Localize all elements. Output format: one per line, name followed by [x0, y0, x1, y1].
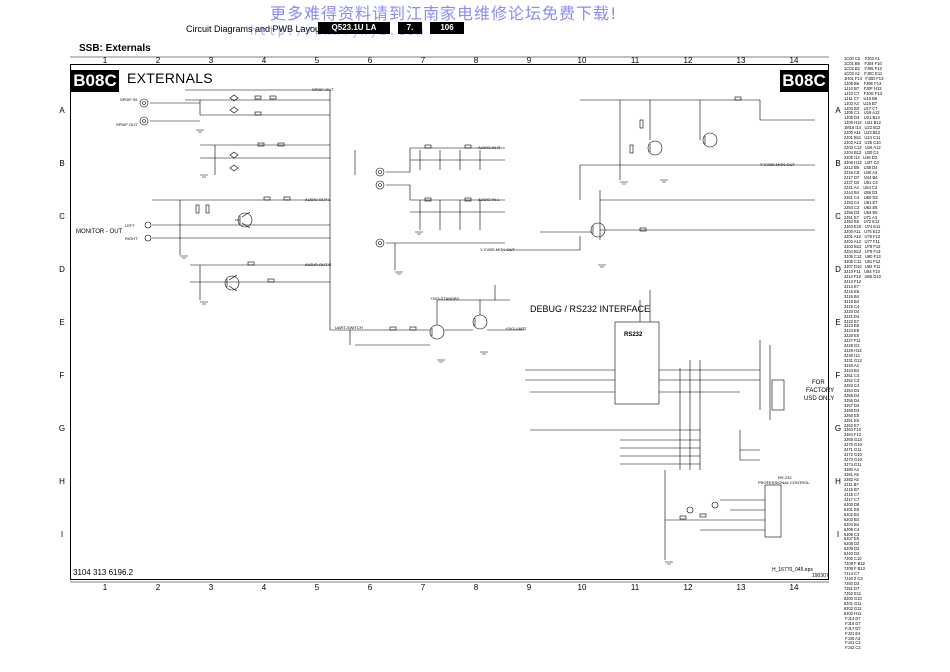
for-label: FOR	[812, 380, 825, 386]
document-number: 3104 313 6196.2	[73, 568, 134, 577]
net-audio-out-l-2: AUDIO-OUT-L	[305, 197, 331, 202]
header-section: 7.	[398, 22, 422, 34]
column-number: 12	[683, 583, 693, 592]
badge-right: B08C	[780, 70, 828, 92]
column-number: 2	[155, 56, 161, 65]
column-number: 1	[102, 583, 108, 592]
column-number: 14	[789, 583, 799, 592]
row-letter: I	[836, 530, 840, 539]
net-standby: +3V3-STANDBY	[430, 296, 460, 301]
column-number: 1	[102, 56, 108, 65]
column-number: 8	[473, 583, 479, 592]
diagram-title: EXTERNALS	[127, 70, 213, 86]
row-letter: E	[835, 318, 841, 327]
pro-control-label: PROFESSIONAL CONTROL	[758, 480, 810, 485]
column-number: 12	[683, 56, 693, 65]
net-audio-out-r: AUDIO-OUT-R	[305, 262, 332, 267]
row-letter: I	[60, 530, 64, 539]
column-number: 10	[577, 56, 587, 65]
left-label: LEFT	[125, 223, 135, 228]
header-label: Circuit Diagrams and PWB Layouts	[186, 24, 328, 34]
watermark-text: 更多难得资料请到江南家电维修论坛免费下载!	[270, 4, 618, 23]
row-letter: H	[835, 477, 841, 486]
column-number: 9	[526, 583, 532, 592]
column-number: 9	[526, 56, 532, 65]
column-number: 7	[420, 56, 426, 65]
factory-label: FACTORY	[806, 388, 835, 394]
rs232-chip-label: RS232	[624, 332, 643, 338]
row-letter: B	[835, 159, 841, 168]
column-number: 8	[473, 56, 479, 65]
column-number: 11	[630, 583, 640, 592]
column-number: 2	[155, 583, 161, 592]
column-number: 6	[367, 56, 373, 65]
row-letter: D	[835, 265, 841, 274]
net-audio-in-l: AUDIO-IN-L	[478, 197, 500, 202]
row-letter: F	[835, 371, 841, 380]
diagram-frame	[70, 64, 829, 580]
badge-left: B08C	[71, 70, 119, 92]
footer-date: 190307	[812, 573, 829, 579]
reference-index: 1C00 C2 FJ03 A1 1C01 B6 FJ04 F10 1C02 B2…	[844, 56, 884, 651]
header-page: 106	[430, 22, 464, 34]
column-number: 7	[420, 583, 426, 592]
row-letter: G	[834, 424, 842, 433]
rs232-pro-label: RS-232	[778, 475, 792, 480]
monitor-out-label: MONITOR - OUT	[76, 229, 123, 235]
column-number: 3	[208, 56, 214, 65]
usd-only-label: USD ONLY	[804, 396, 835, 402]
row-letter: A	[835, 106, 841, 115]
column-number: 6	[367, 583, 373, 592]
spdif-in-label: SPDIF IN	[120, 97, 137, 102]
row-letter: C	[835, 212, 841, 221]
net-audio-in-r: AUDIO-IN-R	[478, 145, 501, 150]
column-number: 14	[789, 56, 799, 65]
right-label: RIGHT	[125, 236, 138, 241]
row-letter: A	[59, 106, 65, 115]
row-letter: D	[59, 265, 65, 274]
column-number: 4	[261, 56, 267, 65]
footer-file: H_16770_045.eps	[772, 567, 813, 573]
column-number: 4	[261, 583, 267, 592]
net-uart: +3V3-UART	[505, 326, 527, 331]
net-uart-switch: UART-SWITCH	[335, 325, 363, 330]
header-model: Q523.1U LA	[318, 22, 390, 34]
column-number: 3	[208, 583, 214, 592]
debug-interface-label: DEBUG / RS232 INTERFACE	[530, 304, 651, 314]
row-letter: E	[59, 318, 65, 327]
row-letter: B	[59, 159, 65, 168]
row-letter: F	[59, 371, 65, 380]
row-letter: C	[59, 212, 65, 221]
column-number: 5	[314, 583, 320, 592]
net-audio-out-l: SPDIF-OUT	[312, 87, 334, 92]
column-number: 5	[314, 56, 320, 65]
spdif-out-label: SPDIF OUT	[116, 122, 138, 127]
column-number: 10	[577, 583, 587, 592]
net-mon-out-left: Y-CVBS-MON-OUT	[480, 247, 515, 252]
row-letter: G	[58, 424, 66, 433]
column-number: 13	[736, 56, 746, 65]
column-number: 13	[736, 583, 746, 592]
column-number: 11	[630, 56, 640, 65]
row-letter: H	[59, 477, 65, 486]
section-title: SSB: Externals	[79, 43, 151, 54]
net-mon-out-right: Y-CVBS-MON-OUT	[760, 162, 795, 167]
